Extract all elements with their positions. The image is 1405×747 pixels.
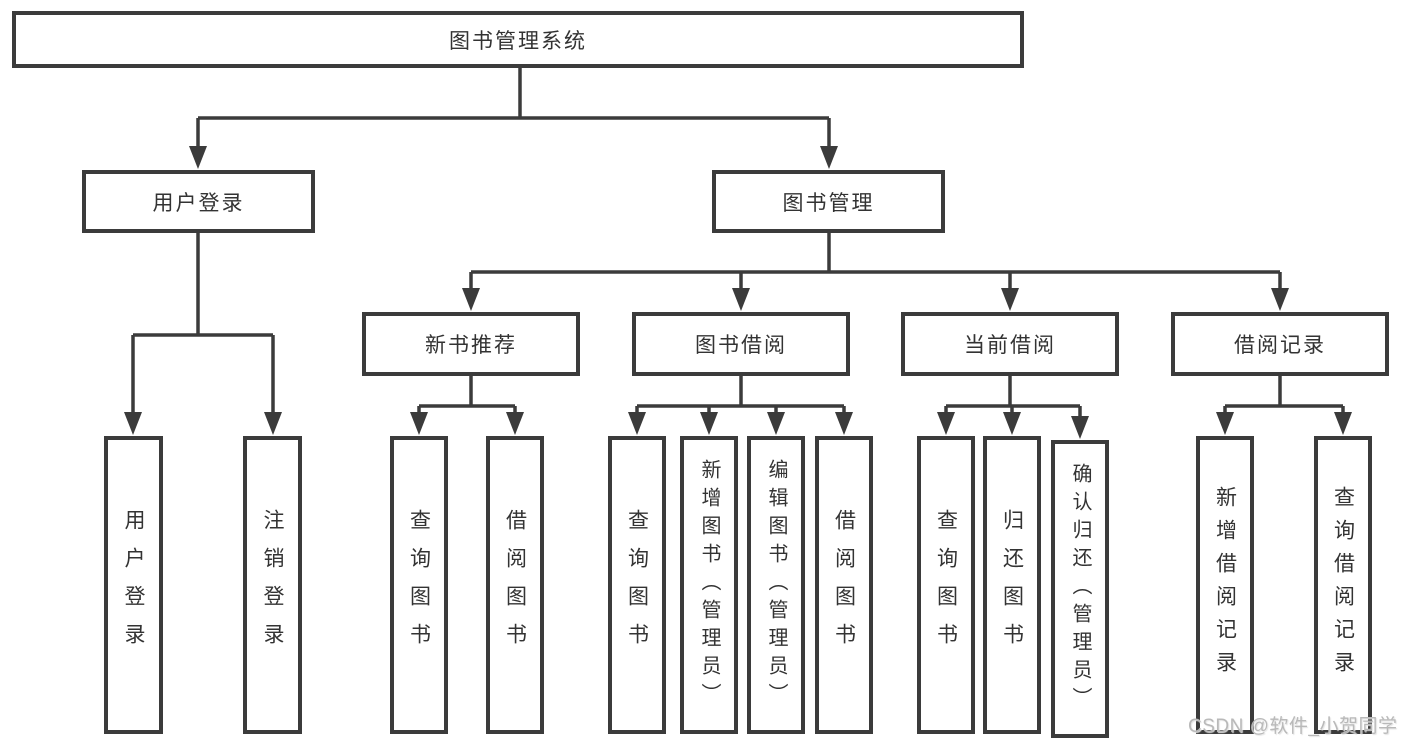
node-user-login-label: 用户登录 [152, 191, 245, 215]
leaf-add-book-admin-label: 新增图书（管理员） [698, 459, 720, 711]
leaf-return-books: 归还图书 [983, 436, 1041, 734]
leaf-query-books-newbook-label: 查询图书 [407, 509, 431, 661]
leaf-add-book-admin: 新增图书（管理员） [680, 436, 738, 734]
leaf-query-books-current: 查询图书 [917, 436, 975, 734]
leaf-borrow-books-newbook: 借阅图书 [486, 436, 544, 734]
leaf-borrow-books-borrow: 借阅图书 [815, 436, 873, 734]
node-borrow-records: 借阅记录 [1171, 312, 1389, 376]
node-book-borrow-label: 图书借阅 [695, 334, 787, 357]
leaf-query-borrow-record: 查询借阅记录 [1314, 436, 1372, 734]
leaf-edit-book-admin: 编辑图书（管理员） [747, 436, 805, 734]
leaf-query-books-newbook: 查询图书 [390, 436, 448, 734]
leaf-confirm-return-admin: 确认归还（管理员） [1051, 440, 1109, 738]
leaf-borrow-books-newbook-label: 借阅图书 [503, 509, 527, 661]
csdn-watermark: CSDN @软件_小贺同学 [1188, 716, 1398, 737]
node-new-book-recommend: 新书推荐 [362, 312, 580, 376]
node-current-borrow: 当前借阅 [901, 312, 1119, 376]
leaf-add-borrow-record-label: 新增借阅记录 [1213, 486, 1237, 684]
leaf-query-books-current-label: 查询图书 [934, 509, 958, 661]
leaf-add-borrow-record: 新增借阅记录 [1196, 436, 1254, 734]
node-new-book-recommend-label: 新书推荐 [425, 334, 517, 357]
leaf-borrow-books-borrow-label: 借阅图书 [832, 509, 856, 661]
leaf-logout-label: 注销登录 [261, 509, 284, 661]
node-root-label: 图书管理系统 [449, 29, 587, 53]
leaf-edit-book-admin-label: 编辑图书（管理员） [765, 459, 787, 711]
leaf-confirm-return-admin-label: 确认归还（管理员） [1069, 463, 1091, 715]
node-current-borrow-label: 当前借阅 [964, 334, 1056, 357]
node-book-management-label: 图书管理 [782, 191, 875, 215]
leaf-user-login: 用户登录 [104, 436, 163, 734]
node-user-login: 用户登录 [82, 170, 315, 233]
node-book-borrow: 图书借阅 [632, 312, 850, 376]
leaf-query-books-borrow-label: 查询图书 [625, 509, 649, 661]
node-borrow-records-label: 借阅记录 [1234, 334, 1326, 357]
leaf-return-books-label: 归还图书 [1000, 509, 1024, 661]
leaf-query-borrow-record-label: 查询借阅记录 [1331, 486, 1355, 684]
node-book-management: 图书管理 [712, 170, 945, 233]
leaf-user-login-label: 用户登录 [122, 509, 145, 661]
leaf-logout: 注销登录 [243, 436, 302, 734]
node-root: 图书管理系统 [12, 11, 1024, 68]
leaf-query-books-borrow: 查询图书 [608, 436, 666, 734]
